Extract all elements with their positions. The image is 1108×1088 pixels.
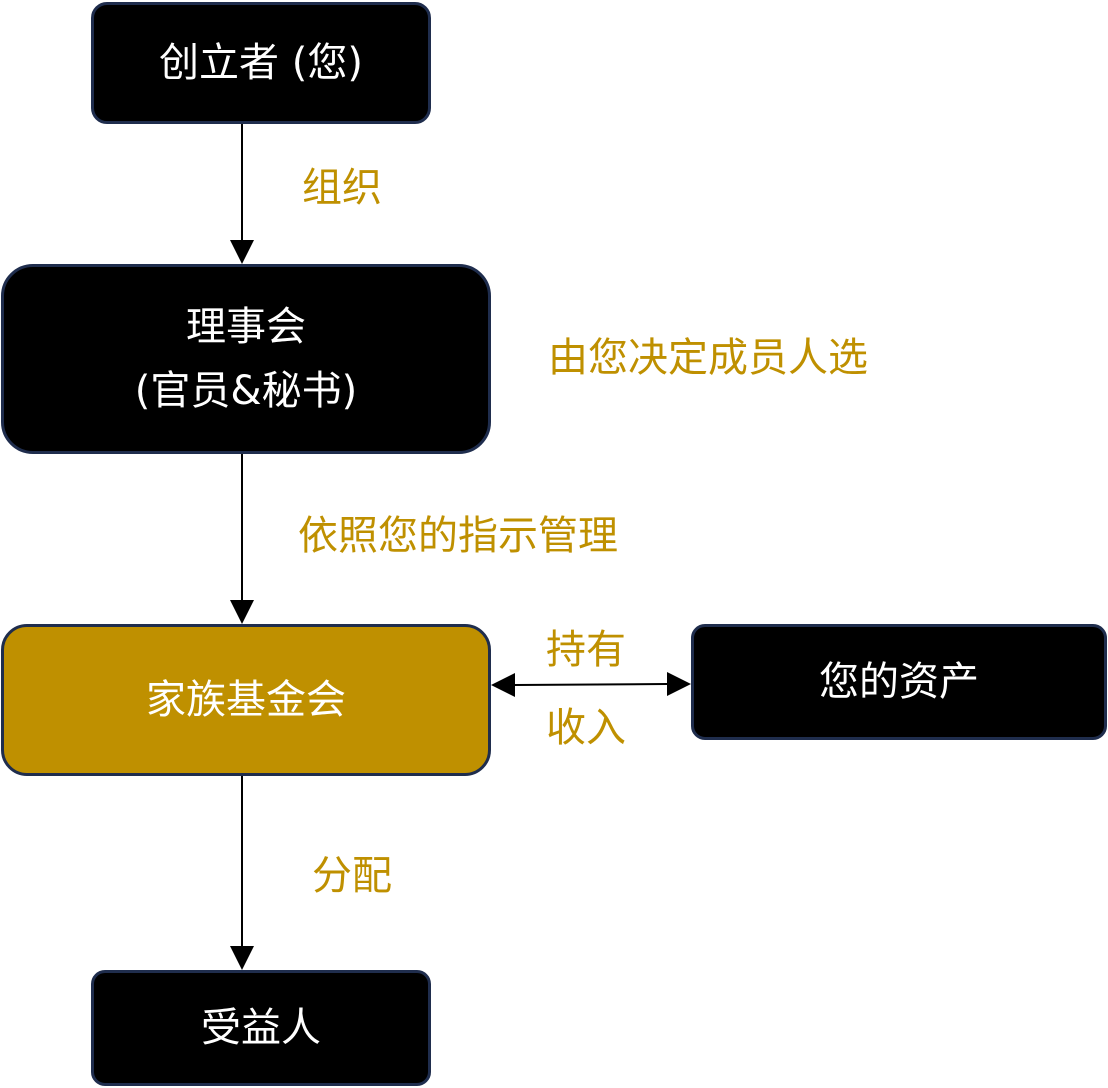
board-node: 理事会 (官员&秘书) xyxy=(1,264,491,454)
founder-node: 创立者 (您) xyxy=(91,2,431,124)
board-note-label: 由您决定成员人选 xyxy=(548,335,868,381)
foundation-node: 家族基金会 xyxy=(1,624,491,776)
foundation-label: 家族基金会 xyxy=(146,677,346,723)
arrow-foundation-assets xyxy=(514,683,668,686)
beneficiaries-label: 受益人 xyxy=(201,1005,321,1051)
edge-label-income: 收入 xyxy=(546,705,626,751)
arrowhead-foundation-to-beneficiaries xyxy=(230,946,254,970)
arrowhead-founder-to-board xyxy=(230,240,254,264)
assets-label: 您的资产 xyxy=(819,659,979,705)
edge-label-hold: 持有 xyxy=(546,627,626,673)
board-subtitle: (官员&秘书) xyxy=(134,368,358,414)
arrowhead-to-assets xyxy=(667,672,691,696)
arrowhead-to-foundation xyxy=(491,673,515,697)
edge-label-distribute: 分配 xyxy=(312,853,392,899)
arrowhead-board-to-foundation xyxy=(230,600,254,624)
board-title: 理事会 xyxy=(186,304,306,350)
edge-label-organize: 组织 xyxy=(302,165,382,211)
founder-label: 创立者 (您) xyxy=(159,40,363,86)
beneficiaries-node: 受益人 xyxy=(91,970,431,1086)
assets-node: 您的资产 xyxy=(691,624,1107,740)
edge-label-manage: 依照您的指示管理 xyxy=(298,513,618,559)
